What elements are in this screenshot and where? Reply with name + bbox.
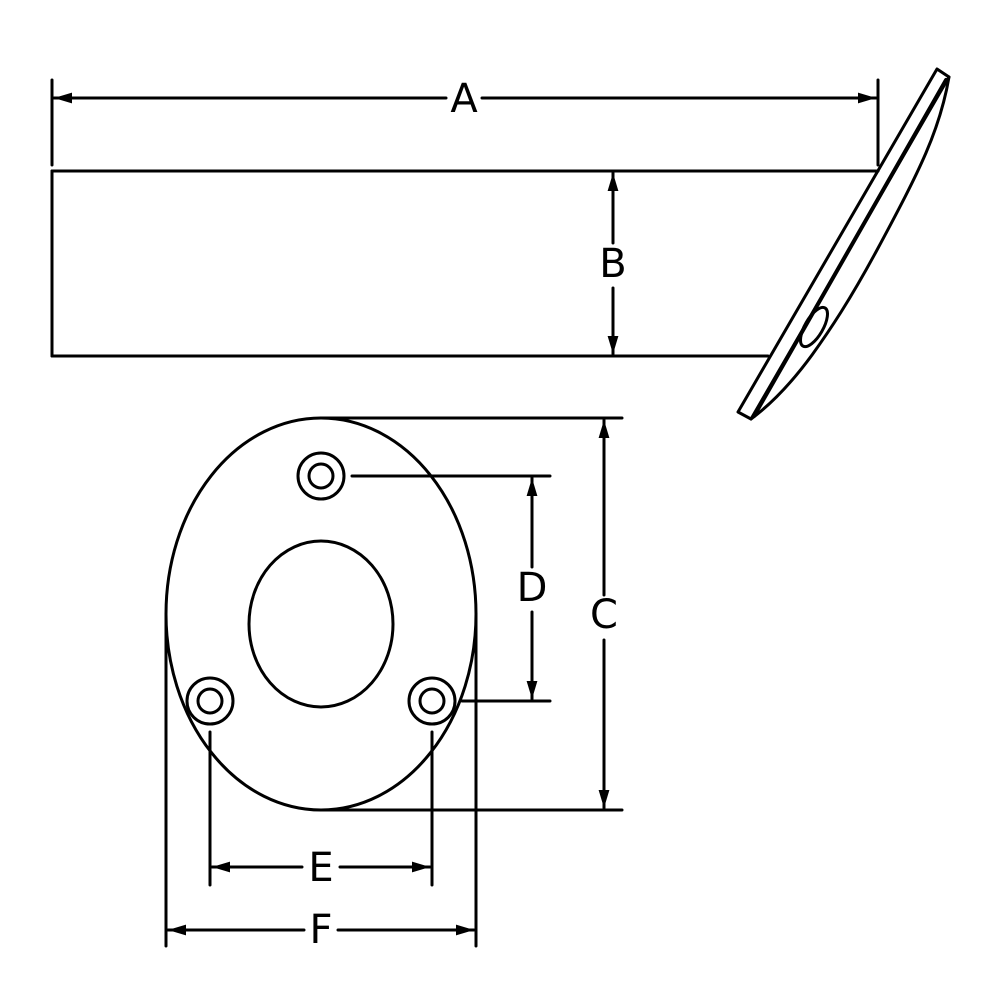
angled-flange-plate — [736, 67, 951, 421]
screw-hole-left-inner — [196, 687, 224, 715]
screw-hole-right-outer — [407, 676, 457, 726]
label-f: F — [309, 907, 332, 953]
dimension-c: C — [319, 416, 624, 812]
side-view — [50, 67, 951, 421]
screw-hole-right-inner — [418, 687, 446, 715]
label-b: B — [599, 241, 626, 287]
screw-hole-top-inner — [307, 462, 335, 490]
flange-hole-ellipse — [799, 305, 829, 349]
flange-curved-edge — [749, 75, 951, 421]
label-d: D — [517, 565, 548, 611]
screw-hole-left-outer — [185, 676, 235, 726]
label-e: E — [308, 845, 333, 891]
label-c: C — [590, 592, 618, 638]
center-opening — [247, 539, 395, 709]
screw-hole-top-outer — [296, 451, 346, 501]
label-a: A — [450, 76, 478, 122]
dimension-b: B — [599, 171, 627, 356]
dimension-f: F — [164, 612, 478, 953]
dimension-e: E — [208, 730, 434, 891]
flange-inner-line — [752, 78, 948, 418]
dimension-a: A — [50, 76, 880, 167]
